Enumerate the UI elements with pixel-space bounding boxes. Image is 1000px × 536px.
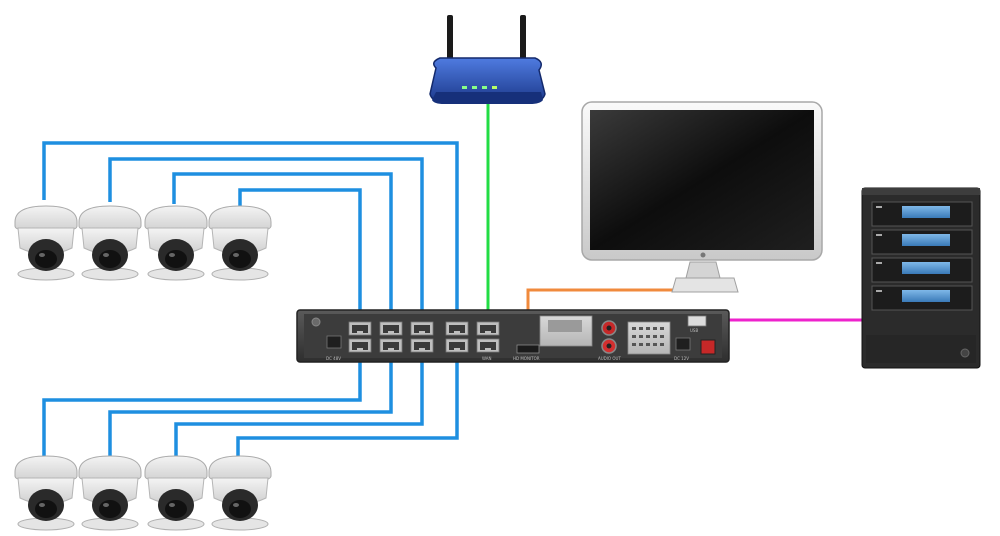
cable-camera-5 [42, 352, 362, 460]
dome-camera-icon [78, 205, 142, 281]
cable-camera-6 [108, 352, 393, 460]
wan-port-top [476, 321, 500, 336]
poe-port-8 [445, 338, 469, 353]
cable-camera-3 [172, 172, 393, 326]
poe-port-4 [445, 321, 469, 336]
cable-camera-7 [174, 352, 424, 462]
nvr-recorder-icon [296, 309, 730, 363]
drive-bays [871, 201, 973, 311]
dome-camera-icon [14, 455, 78, 531]
storage-server-icon [861, 187, 981, 369]
usb-port [687, 315, 707, 327]
label-audio: AUDIO OUT [598, 356, 621, 361]
poe-port-5 [348, 338, 372, 353]
router [429, 15, 546, 104]
label-dc-out: DC 12V [674, 356, 689, 361]
label-wan: WAN [482, 356, 491, 361]
poe-port-7 [410, 338, 434, 353]
dome-camera-icon [208, 205, 272, 281]
cameras-bottom [14, 455, 272, 531]
wan-port-bottom [476, 338, 500, 353]
poe-port-2 [379, 321, 403, 336]
poe-port-1 [348, 321, 372, 336]
poe-port-6 [379, 338, 403, 353]
dome-camera-icon [144, 455, 208, 531]
cameras-top [14, 205, 272, 281]
dome-camera-icon [144, 205, 208, 281]
cable-camera-4 [238, 188, 362, 326]
monitor-icon [581, 101, 823, 293]
poe-port-3 [410, 321, 434, 336]
dome-camera-icon [14, 205, 78, 281]
label-hdmi: HD MONITOR [513, 356, 540, 361]
wifi-router-icon [429, 15, 546, 104]
storage-server [861, 187, 981, 369]
dome-camera-icon [208, 455, 272, 531]
cable-camera-8 [236, 352, 459, 462]
label-usb: USB [690, 328, 698, 333]
cable-camera-1 [42, 141, 459, 326]
monitor [581, 101, 823, 293]
nvr: DC 48V WAN HD MONITOR AUDIO OUT USB DC 1… [296, 309, 730, 363]
dome-camera-icon [78, 455, 142, 531]
hdmi-port [516, 344, 540, 354]
camera-cables-top [42, 141, 459, 326]
label-dc-in: DC 48V [326, 356, 341, 361]
cable-camera-2 [108, 157, 424, 326]
camera-cables-bottom [42, 352, 459, 462]
